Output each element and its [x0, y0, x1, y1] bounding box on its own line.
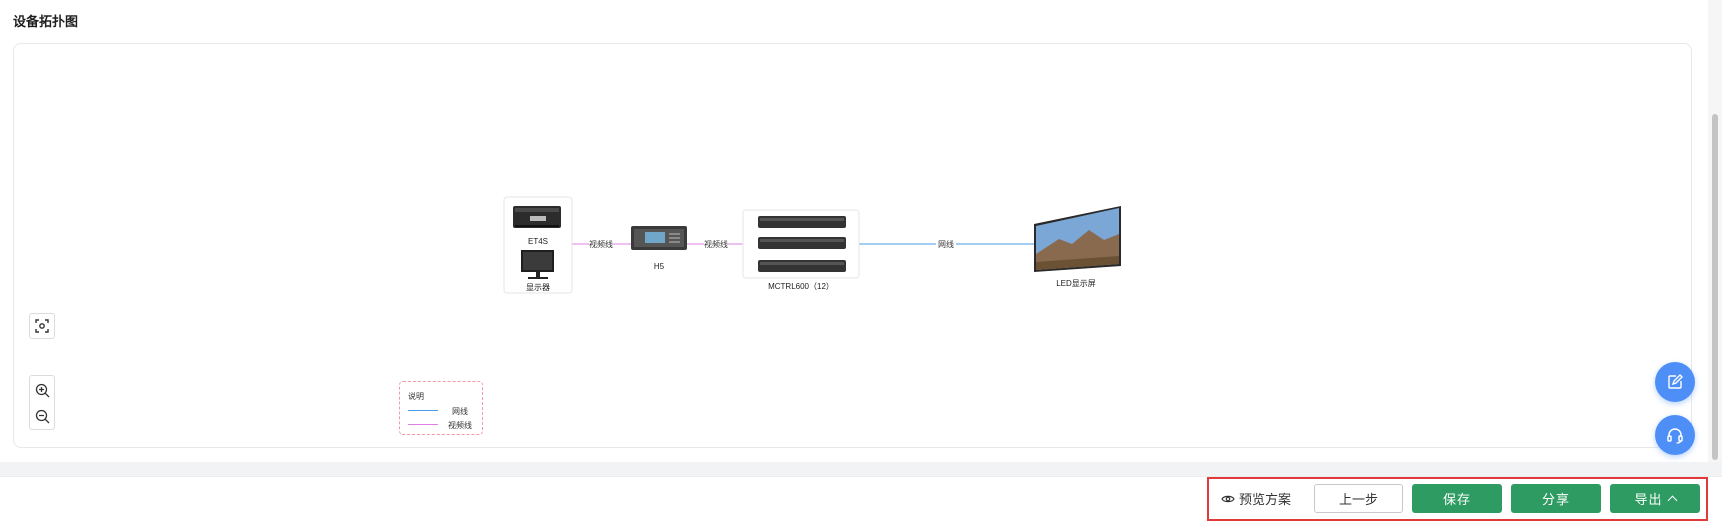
zoom-out-icon [35, 409, 49, 423]
edit-float-button[interactable] [1655, 362, 1695, 402]
topology-diagram: 视频线 视频线 网线 ET4S [503, 196, 1121, 294]
zoom-out-button[interactable] [30, 403, 54, 429]
zoom-in-icon [35, 383, 49, 397]
export-label: 导出 [1634, 492, 1663, 507]
chevron-up-icon [1667, 495, 1677, 506]
node-mctrl-label: MCTRL600（12） [768, 282, 834, 291]
node-led[interactable]: LED显示屏 [1034, 206, 1121, 288]
save-label: 保存 [1442, 492, 1471, 507]
link-net-bg [936, 239, 956, 249]
edit-icon [1668, 374, 1683, 389]
scrollbar-thumb[interactable] [1712, 114, 1718, 460]
node-h5[interactable]: H5 [631, 226, 687, 271]
headset-icon [1667, 428, 1683, 444]
legend: 说明 网线 视频线 [399, 381, 483, 435]
link-video-2-label: 视频线 [704, 239, 728, 249]
legend-line-video [408, 424, 438, 425]
legend-title: 说明 [408, 392, 424, 401]
zoom-in-button[interactable] [30, 377, 54, 403]
node-mctrl[interactable]: MCTRL600（12） [742, 209, 860, 291]
legend-item-video: 视频线 [408, 420, 478, 430]
share-label: 分享 [1541, 492, 1570, 507]
export-button[interactable]: 导出 [1610, 484, 1700, 513]
link-video-1-label: 视频线 [589, 239, 613, 249]
fit-view-icon [35, 319, 49, 333]
eye-icon [1221, 495, 1235, 502]
preview-plan-link[interactable]: 预览方案 [1221, 489, 1291, 508]
node-monitor-label: 显示器 [526, 283, 550, 292]
h5-device-icon [631, 226, 687, 250]
link-video-2-bg [704, 239, 728, 249]
prev-step-button[interactable]: 上一步 [1314, 484, 1403, 513]
share-button[interactable]: 分享 [1511, 484, 1601, 513]
page-title: 设备拓扑图 [13, 15, 79, 30]
legend-label-video: 视频线 [448, 421, 472, 430]
et4s-device-icon [513, 206, 561, 228]
zoom-controls [29, 375, 55, 430]
node-h5-label: H5 [654, 262, 665, 271]
mctrl-device-icon [758, 216, 846, 272]
node-led-label: LED显示屏 [1056, 279, 1096, 288]
action-bar-highlight [1207, 477, 1708, 521]
preview-plan-label: 预览方案 [1239, 493, 1292, 508]
prev-step-label: 上一步 [1338, 492, 1378, 507]
link-net-label: 网线 [938, 239, 954, 249]
save-button[interactable]: 保存 [1412, 484, 1502, 513]
node-et4s-group[interactable]: ET4S 显示器 [503, 196, 573, 294]
page-scrollbar[interactable] [1708, 0, 1722, 462]
monitor-icon [521, 250, 554, 279]
node-et4s-label: ET4S [528, 237, 548, 246]
legend-label-net: 网线 [452, 407, 468, 416]
topology-canvas[interactable]: 视频线 视频线 网线 ET4S [13, 43, 1692, 448]
legend-item-net: 网线 [408, 406, 478, 416]
main-panel: 设备拓扑图 视频线 视频线 网线 ET4S [0, 0, 1708, 462]
support-float-button[interactable] [1655, 415, 1695, 455]
legend-line-net [408, 410, 438, 411]
link-video-1-bg [589, 239, 613, 249]
fit-view-button[interactable] [29, 313, 55, 339]
led-screen-icon [1034, 206, 1121, 272]
